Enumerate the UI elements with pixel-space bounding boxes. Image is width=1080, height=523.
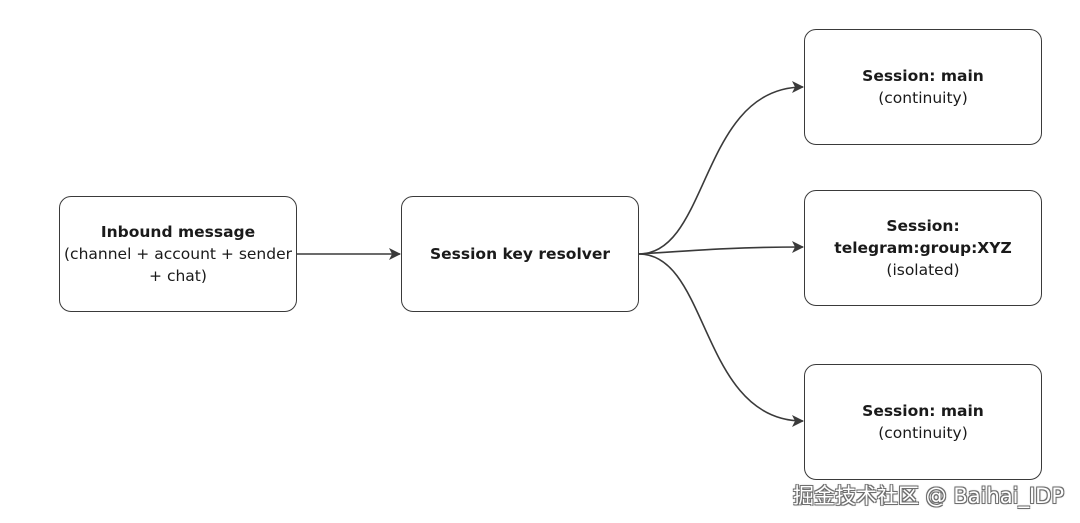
session-telegram-sub: (isolated) (886, 261, 960, 279)
session-main-top-title: Session: main (862, 67, 984, 85)
session-telegram-title-line1: Session: (886, 217, 960, 235)
inbound-message-node: Inbound message (channel + account + sen… (59, 196, 297, 312)
session-main-top-node: Session: main (continuity) (804, 29, 1042, 145)
watermark: 掘金技术社区 @ Baihai_IDP (793, 484, 1064, 508)
session-main-bottom-sub: (continuity) (878, 424, 968, 442)
inbound-message-detail-line2: + chat) (149, 267, 207, 285)
session-key-resolver-node: Session key resolver (401, 196, 639, 312)
arrow-resolver-to-telegram (638, 241, 804, 255)
inbound-message-detail-line1: (channel + account + sender (64, 245, 292, 263)
inbound-message-title: Inbound message (100, 223, 256, 241)
session-main-top-sub: (continuity) (878, 89, 968, 107)
arrow-resolver-to-main-bottom (638, 253, 804, 427)
session-main-bottom-title: Session: main (862, 402, 984, 420)
session-main-bottom-node: Session: main (continuity) (804, 364, 1042, 480)
arrow-resolver-to-main-top (638, 81, 804, 255)
session-key-resolver-title: Session key resolver (429, 245, 611, 263)
session-telegram-node: Session: telegram:group:XYZ (isolated) (804, 190, 1042, 306)
session-telegram-title-line2: telegram:group:XYZ (834, 239, 1012, 257)
